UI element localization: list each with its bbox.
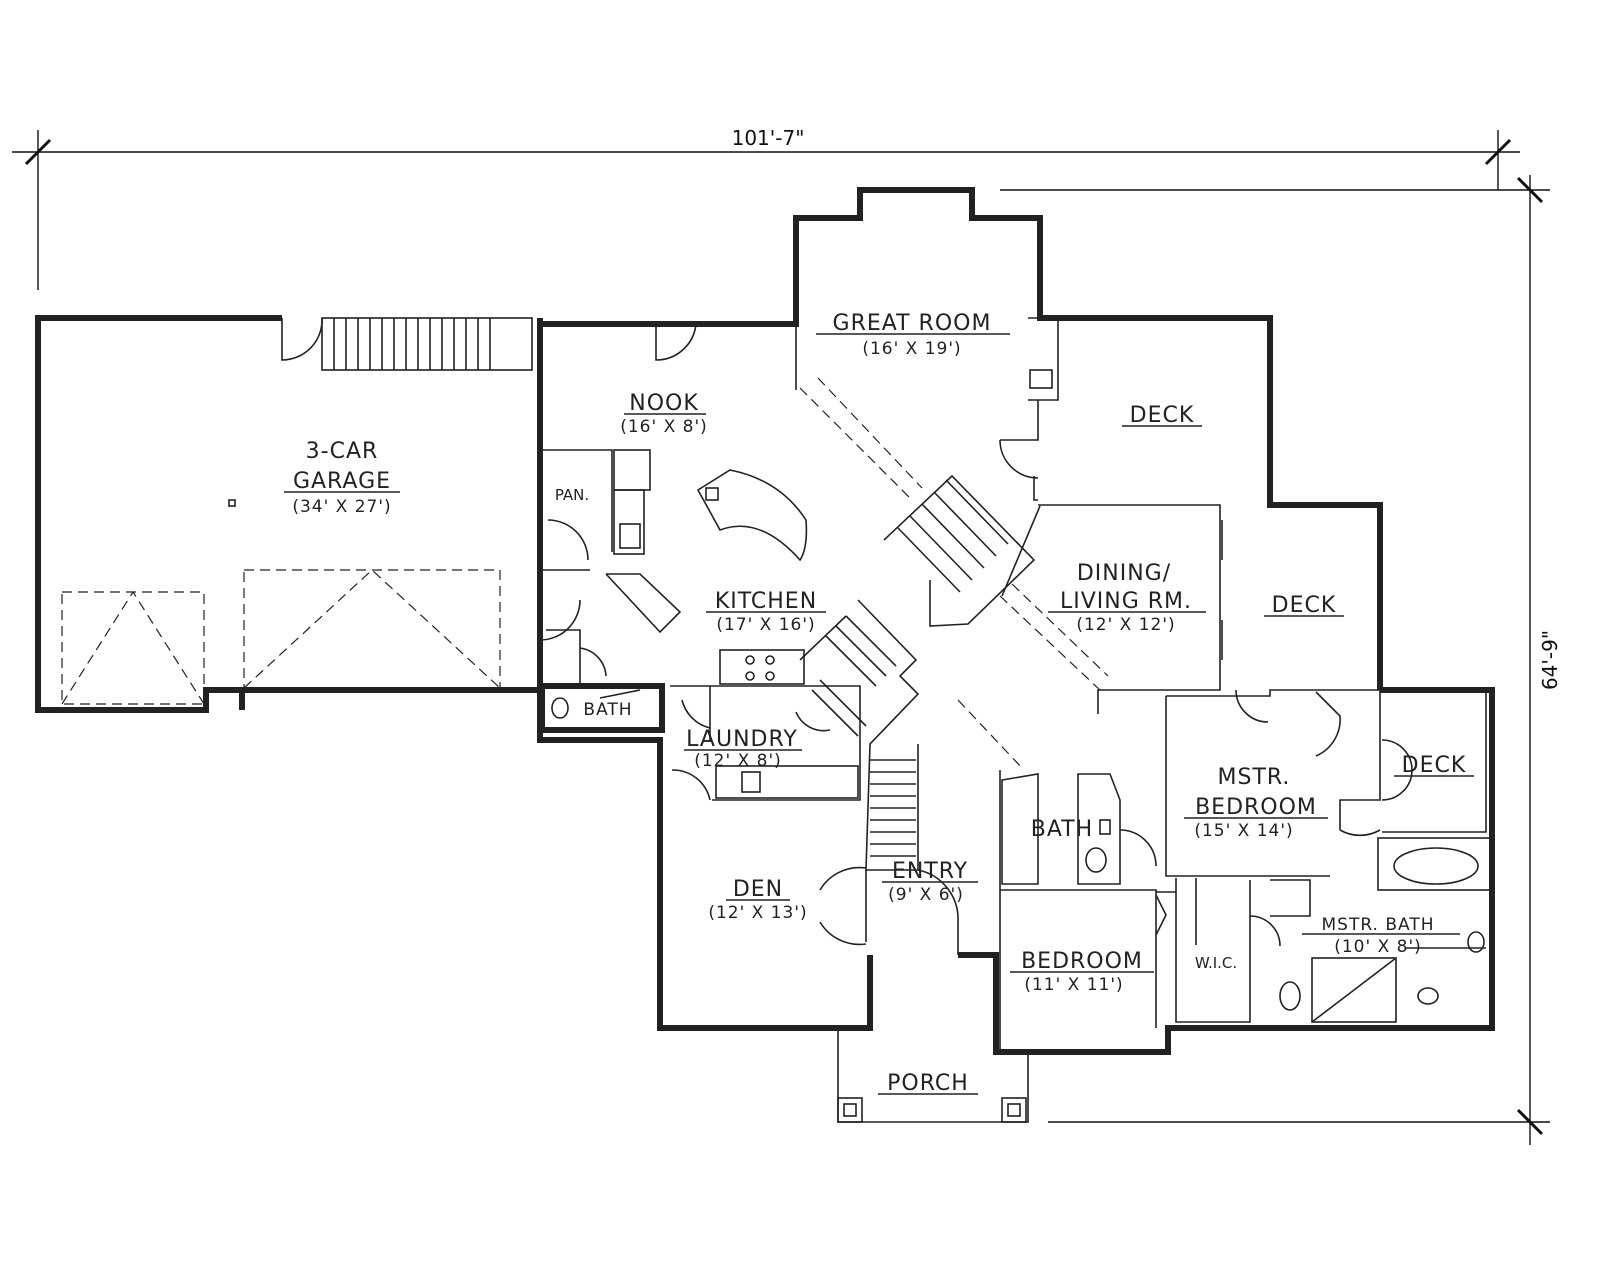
nook-label: NOOK: [629, 391, 699, 416]
nook-size: (16' X 8'): [620, 417, 708, 437]
center-stair-treads: [811, 615, 916, 857]
depth-dimension: 64'-9": [1000, 175, 1562, 1145]
entry-label: ENTRY: [892, 859, 968, 884]
porch-label: PORCH: [887, 1071, 969, 1096]
bath-mid-label: BATH: [1031, 817, 1093, 842]
great-room-label: GREAT ROOM: [833, 311, 992, 336]
dining-label-2: LIVING RM.: [1060, 589, 1192, 614]
wic-label: W.I.C.: [1195, 954, 1237, 972]
interior-walls: [539, 317, 1495, 1050]
entry-size: (9' X 6'): [888, 885, 964, 905]
great-room-size: (16' X 19'): [862, 339, 961, 359]
pantry-label: PAN.: [555, 486, 589, 504]
laundry-sink-icon: [741, 771, 761, 793]
bedroom-size: (11' X 11'): [1024, 975, 1123, 995]
master-bedroom-label-1: MSTR.: [1218, 765, 1291, 790]
bath-small-label: BATH: [583, 700, 632, 720]
upper-stair-treads: [897, 479, 1009, 593]
master-tub-icon: [1393, 847, 1479, 885]
porch-column-left: [837, 1097, 863, 1123]
garage-label-1: 3-CAR: [306, 439, 379, 464]
bath-tub-icon: [1001, 773, 1039, 885]
master-bath-size: (10' X 8'): [1334, 937, 1422, 957]
deck-right-label: DECK: [1402, 753, 1467, 778]
den-label: DEN: [733, 877, 783, 902]
floor-drain-icon: [228, 499, 236, 507]
master-tub-surround: [1377, 837, 1495, 891]
depth-dimension-label: 64'-9": [1538, 630, 1562, 690]
master-bedroom-size: (15' X 14'): [1194, 821, 1293, 841]
dining-size: (12' X 12'): [1076, 615, 1175, 635]
laundry-label: LAUNDRY: [686, 727, 798, 752]
house-walls: [537, 187, 1495, 1123]
porch-column-right: [1001, 1097, 1027, 1123]
kitchen-island: [696, 469, 808, 562]
master-bath-label: MSTR. BATH: [1322, 915, 1435, 935]
kitchen-label: KITCHEN: [715, 589, 817, 614]
width-dimension: 101'-7": [12, 126, 1520, 290]
deck-top-label: DECK: [1130, 403, 1195, 428]
den-size: (12' X 13'): [708, 903, 807, 923]
dining-label-1: DINING/: [1077, 561, 1171, 586]
kitchen-size: (17' X 16'): [716, 615, 815, 635]
master-shower: [1311, 957, 1397, 1023]
deck-mid-label: DECK: [1272, 593, 1337, 618]
garage-size: (34' X 27'): [292, 497, 391, 517]
garage-stair-treads: [333, 318, 491, 370]
garage-label-2: GARAGE: [293, 469, 391, 494]
master-bedroom-label-2: BEDROOM: [1195, 795, 1317, 820]
bedroom-label: BEDROOM: [1021, 949, 1143, 974]
laundry-size: (12' X 8'): [694, 751, 782, 771]
width-dimension-label: 101'-7": [732, 126, 805, 150]
kitchen-sink-icon: [619, 523, 641, 549]
garage-area: [35, 315, 700, 713]
